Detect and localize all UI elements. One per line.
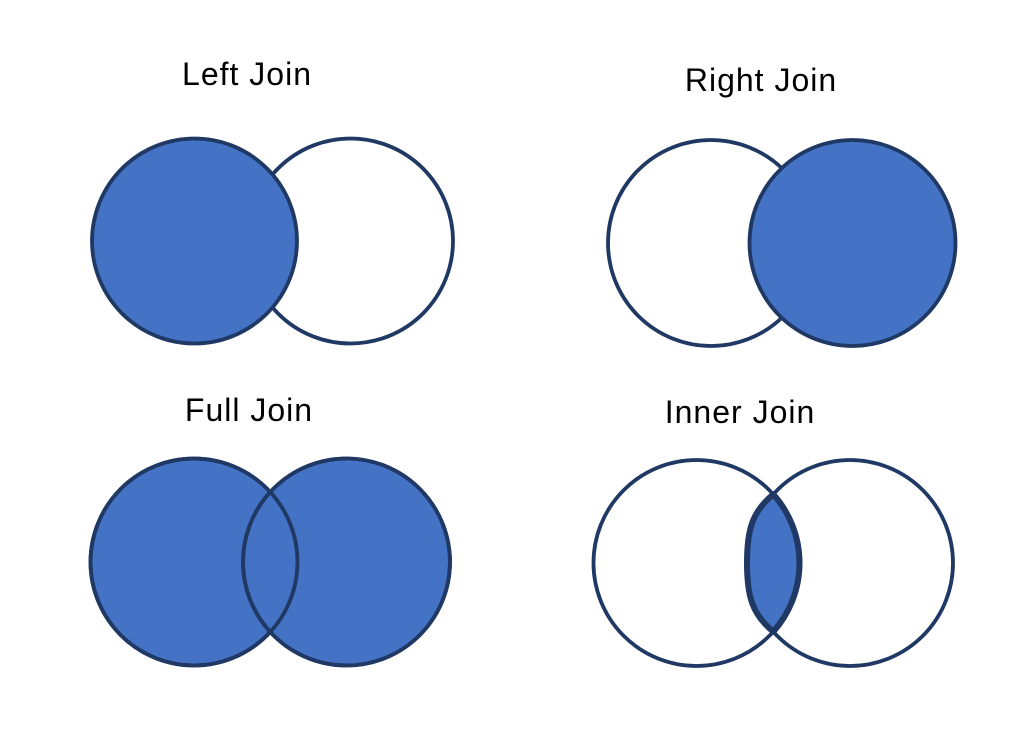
right-join-diagram (606, 138, 958, 348)
inner-join-intersection-lens (744, 491, 803, 635)
left-join-left-circle (90, 136, 299, 346)
left-join-title: Left Join (182, 56, 312, 92)
inner-join-title: Inner Join (664, 394, 816, 430)
full-join-title: Full Join (184, 392, 314, 428)
full-join-diagram (88, 456, 452, 668)
left-join-diagram (90, 136, 455, 346)
full-join-left-circle-outline (88, 456, 300, 668)
right-join-title: Right Join (684, 62, 838, 98)
inner-join-diagram (591, 458, 955, 668)
right-join-right-circle (747, 138, 958, 348)
full-join-right-circle-outline (241, 456, 452, 668)
